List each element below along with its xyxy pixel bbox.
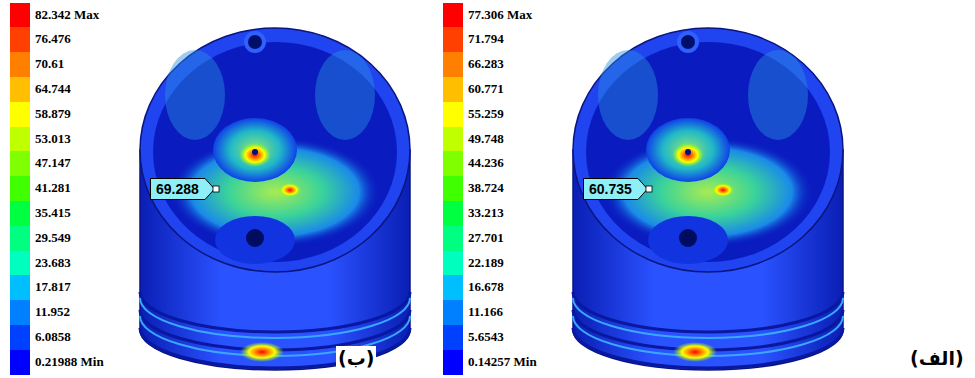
legend-value: 64.744 [35,77,71,102]
legend-entry: 29.549 [10,226,145,251]
legend-entry: 71.794 [443,27,578,52]
legend-value: 71.794 [468,27,504,52]
color-swatch [443,151,463,177]
legend-entry: 5.6543 [443,325,578,350]
legend-value: 11.166 [468,300,503,325]
color-swatch [443,325,463,351]
color-swatch [10,350,30,375]
color-swatch [10,251,30,277]
legend-entry: 53.013 [10,127,145,152]
legend-entry: 77.306 Max [443,3,578,28]
legend-value: 0.21988 Min [35,350,104,375]
color-swatch [443,275,463,301]
legend-entry: 16.678 [443,275,578,300]
legend-entry: 33.213 [443,201,578,226]
legend-entry: 23.683 [10,251,145,276]
color-swatch [10,176,30,202]
legend-entry: 64.744 [10,77,145,102]
piston-model [140,28,410,370]
color-swatch [443,201,463,227]
legend-value: 23.683 [35,251,71,276]
legend-entry: 41.281 [10,176,145,201]
color-swatch [443,176,463,202]
legend-value: 5.6543 [468,325,504,350]
color-swatch [443,127,463,153]
legend-value: 44.236 [468,151,504,176]
callout-box: 69.288 [150,178,215,200]
legend-value: 27.701 [468,226,504,251]
panel-letter: (الف) [908,346,966,370]
color-swatch [10,77,30,103]
legend-entry: 0.14257 Min [443,350,578,375]
legend-value: 55.259 [468,102,504,127]
legend-entry: 27.701 [443,226,578,251]
color-swatch [10,151,30,177]
color-swatch [10,201,30,227]
legend-value: 38.724 [468,176,504,201]
legend-value: 17.817 [35,275,71,300]
color-swatch [10,52,30,78]
color-swatch [443,102,463,128]
color-swatch [443,226,463,252]
color-swatch [10,226,30,252]
legend-value: 35.415 [35,201,71,226]
color-swatch [10,102,30,128]
legend-value: 0.14257 Min [468,350,537,375]
color-swatch [10,3,30,29]
color-swatch [10,325,30,351]
color-swatch [443,251,463,277]
legend-entry: 70.61 [10,52,145,77]
callout-box: 60.735 [583,178,648,200]
legend-value: 47.147 [35,151,71,176]
callout-value: 60.735 [589,180,632,198]
color-swatch [443,300,463,326]
legend-value: 77.306 Max [468,3,532,28]
color-swatch [10,275,30,301]
legend-value: 66.283 [468,52,504,77]
piston-model [573,28,843,370]
legend-entry: 49.748 [443,127,578,152]
legend-value: 16.678 [468,275,504,300]
legend-entry: 6.0858 [10,325,145,350]
legend-entry: 82.342 Max [10,3,145,28]
legend-value: 49.748 [468,127,504,152]
color-swatch [443,27,463,53]
legend-entry: 35.415 [10,201,145,226]
legend-value: 53.013 [35,127,71,152]
legend-value: 76.476 [35,27,71,52]
legend-value: 82.342 Max [35,3,99,28]
legend-entry: 60.771 [443,77,578,102]
legend-entry: 58.879 [10,102,145,127]
callout-value: 69.288 [156,180,199,198]
legend-entry: 44.236 [443,151,578,176]
legend-entry: 38.724 [443,176,578,201]
legend-entry: 11.166 [443,300,578,325]
legend-entry: 22.189 [443,251,578,276]
legend-entry: 76.476 [10,27,145,52]
legend-value: 41.281 [35,176,71,201]
color-swatch [10,300,30,326]
color-swatch [443,77,463,103]
legend-entry: 66.283 [443,52,578,77]
legend-value: 70.61 [35,52,64,77]
legend-entry: 11.952 [10,300,145,325]
color-swatch [443,3,463,29]
color-swatch [10,127,30,153]
legend-value: 60.771 [468,77,504,102]
legend-value: 29.549 [35,226,71,251]
legend-value: 11.952 [35,300,70,325]
color-swatch [443,52,463,78]
legend-value: 22.189 [468,251,504,276]
legend-value: 58.879 [35,102,71,127]
legend-entry: 17.817 [10,275,145,300]
color-swatch [10,27,30,53]
panel-letter: (ب) [336,346,376,370]
legend-value: 6.0858 [35,325,71,350]
legend-value: 33.213 [468,201,504,226]
color-swatch [443,350,463,375]
legend-entry: 47.147 [10,151,145,176]
legend-entry: 55.259 [443,102,578,127]
legend-entry: 0.21988 Min [10,350,145,375]
